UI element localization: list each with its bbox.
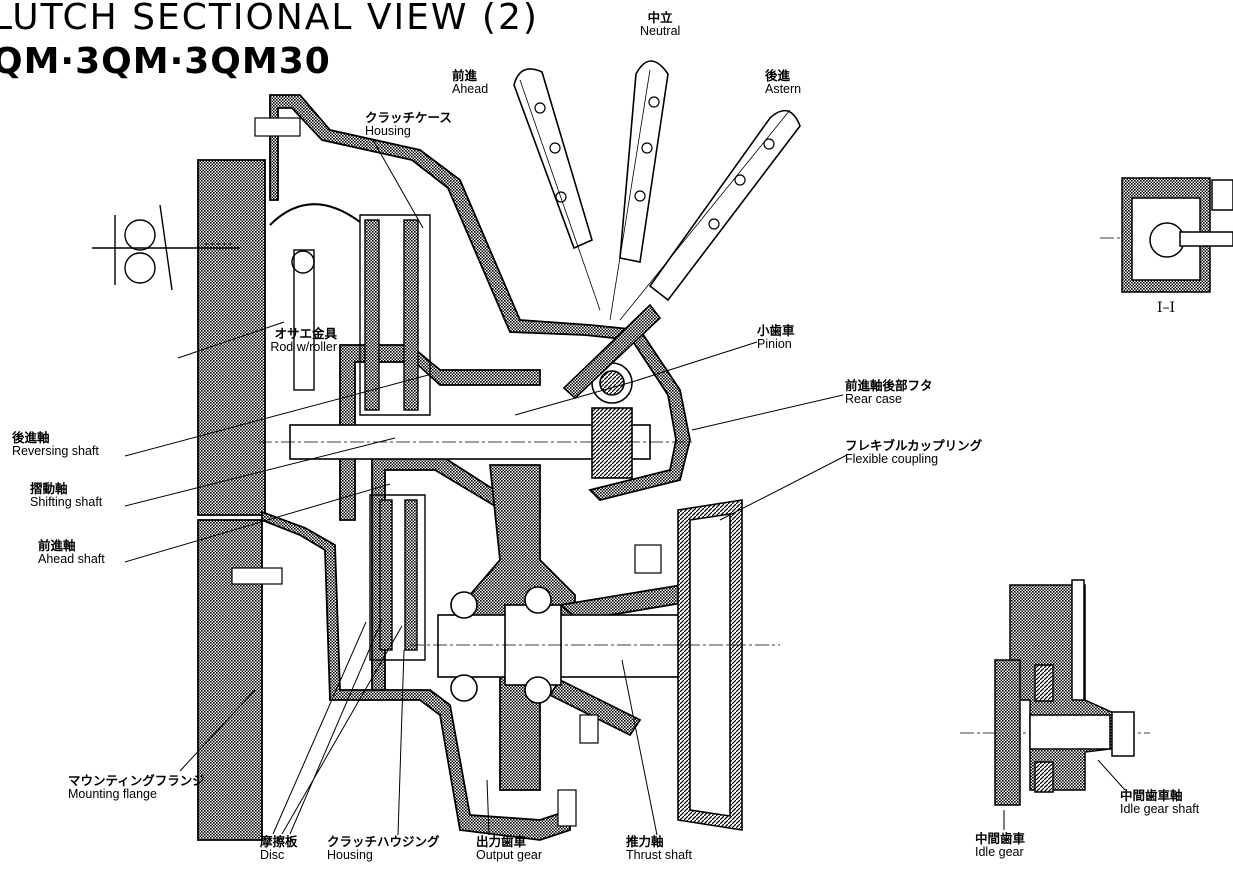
lever-astern-outline: [648, 109, 801, 302]
diagram-title: LUTCH SECTIONAL VIEW (2): [0, 0, 539, 38]
label-reversing-shaft: 後進軸 Reversing shaft: [12, 430, 99, 458]
label-ahead-shaft: 前進軸 Ahead shaft: [38, 538, 105, 566]
label-astern: 後進 Astern: [765, 68, 802, 96]
label-neutral: 中立 Neutral: [640, 10, 681, 38]
bolts: [231, 117, 662, 827]
leader-lines: [124, 139, 1126, 836]
label-rear-case: 前進軸後部フタ Rear case: [845, 378, 933, 406]
label-housing-top: クラッチケース Housing: [365, 110, 452, 138]
label-flexible-coupling: フレキブルカップリング Flexible coupling: [845, 438, 983, 466]
label-mounting-flange: マウンティングフランジ Mounting flange: [68, 773, 205, 801]
idle-gear-detail: [994, 579, 1135, 806]
housing-shell-top: [269, 94, 691, 501]
rod-with-roller-detail: [92, 203, 361, 391]
label-idle-gear-shaft: 中間歯車軸 Idle gear shaft: [1120, 788, 1200, 816]
flexible-coupling: [677, 499, 743, 831]
label-pinion: 小歯車 Pinion: [757, 323, 795, 351]
lever-ahead-outline: [513, 68, 593, 250]
section-detail-I-I: [1121, 177, 1233, 293]
lever-center-lines: [519, 69, 791, 321]
mounting-flange-lower: [197, 519, 263, 841]
lever-neutral-outline: [619, 60, 669, 263]
lever-pins: [534, 96, 775, 230]
section-marker-I-I: I–I: [1157, 300, 1176, 316]
shift-lever-group: [513, 60, 801, 321]
label-clutch-housing: クラッチハウジング Housing: [327, 834, 440, 862]
label-idle-gear: 中間歯車 Idle gear: [975, 831, 1026, 859]
label-disc: 摩擦板 Disc: [260, 834, 298, 862]
clutch-disc-pack: [359, 214, 431, 661]
label-rod-with-roller: オサエ金具 Rod w/roller: [270, 326, 337, 354]
label-ahead: 前進 Ahead: [452, 68, 489, 96]
label-output-gear: 出力歯車 Output gear: [476, 834, 543, 862]
thrust-shaft-assembly: [437, 586, 703, 704]
diagram-subtitle: QM·3QM·3QM30: [0, 41, 331, 82]
label-shifting-shaft: 摺動軸 Shifting shaft: [30, 481, 103, 509]
label-thrust-shaft: 推力軸 Thrust shaft: [626, 834, 692, 862]
